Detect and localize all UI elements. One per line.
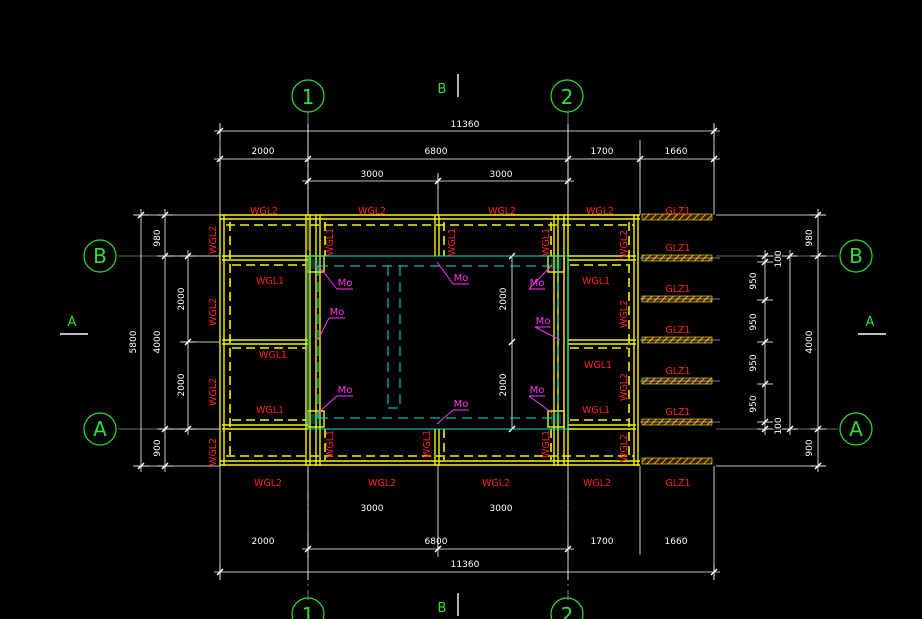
section-label-a-right: A xyxy=(866,315,875,330)
dim-2000-inner-b: 2000 xyxy=(499,373,509,396)
dim-3000-top-r: 3000 xyxy=(490,170,513,180)
dim-3000-top-l: 3000 xyxy=(361,170,384,180)
grid-bubble-a-right: A xyxy=(849,417,863,441)
grid-bubble-1-top: 1 xyxy=(302,85,315,109)
grid-bubble-2-top: 2 xyxy=(561,85,574,109)
grid-bubbles xyxy=(83,79,873,619)
dim-900-right: 900 xyxy=(805,439,815,456)
grid-bubble-b-left: B xyxy=(93,244,107,268)
dimension-text: 11360 11360 2000 6800 1700 1660 2000 6800 1700 16… xyxy=(129,120,815,570)
dim-2000-top: 2000 xyxy=(252,147,275,157)
dim-980-right: 980 xyxy=(805,229,815,246)
dim-1700-bottom: 1700 xyxy=(591,537,614,547)
beam-label-v-c1: WGL1 xyxy=(325,228,336,256)
beam-label-v-c4: WGL1 xyxy=(325,430,336,458)
beam-label-top-1: WGL2 xyxy=(250,206,278,217)
dim-100-right-top: 100 xyxy=(774,250,784,267)
dim-overall-top: 11360 xyxy=(451,120,480,130)
section-label-b-top: B xyxy=(438,82,447,97)
beam-label-v-l4: WGL2 xyxy=(208,438,219,466)
section-markers xyxy=(60,74,886,616)
dim-3000-bottom-l: 3000 xyxy=(361,504,384,514)
dim-100-right-bottom: 100 xyxy=(774,417,784,434)
anchor-tag-3: Mo xyxy=(530,278,545,289)
beam-label-bottom-2: WGL2 xyxy=(368,478,396,489)
dim-5800-left: 5800 xyxy=(129,330,139,353)
anchor-tag-7: Mo xyxy=(454,399,469,410)
grid-bubble-a-left: A xyxy=(93,417,107,441)
beam-label-v-c6: WGL1 xyxy=(541,430,552,458)
beam-label-l-3: WGL1 xyxy=(256,405,284,416)
anchor-tag-8: Mo xyxy=(530,385,545,396)
dim-950-2: 950 xyxy=(749,313,759,330)
beam-label-v-c3: WGL1 xyxy=(541,228,552,256)
dimension-lines xyxy=(133,123,826,580)
anchor-tag-2: Mo xyxy=(454,273,469,284)
glz1-columns xyxy=(640,213,720,465)
beam-label-v-l3: WGL2 xyxy=(208,378,219,406)
beam-label-v-r2: WGL2 xyxy=(619,300,630,328)
grid-bubble-2-bottom: 2 xyxy=(561,603,574,619)
dim-2000-inner-a: 2000 xyxy=(499,287,509,310)
dim-900-left: 900 xyxy=(153,439,163,456)
beam-label-top-3: WGL2 xyxy=(488,206,516,217)
beam-label-l-1: WGL1 xyxy=(256,276,284,287)
beam-label-r-3: WGL1 xyxy=(582,405,610,416)
beam-label-r-2: WGL1 xyxy=(584,360,612,371)
beam-label-glz-1: GLZ1 xyxy=(665,243,690,254)
dim-4000-left: 4000 xyxy=(153,330,163,353)
dim-1700-top: 1700 xyxy=(591,147,614,157)
dim-4000-right: 4000 xyxy=(805,330,815,353)
anchor-tag-4: Mo xyxy=(330,307,345,318)
beam-label-v-r4: WGL2 xyxy=(619,434,630,462)
beam-label-bottom-glz: GLZ1 xyxy=(665,478,690,489)
section-label-a-left: A xyxy=(68,315,77,330)
dim-1660-top: 1660 xyxy=(665,147,688,157)
grid-bubble-1-bottom: 1 xyxy=(302,603,315,619)
beam-label-top-glz: GLZ1 xyxy=(665,206,690,217)
dim-2000-left-a: 2000 xyxy=(177,287,187,310)
dim-980-left: 980 xyxy=(153,229,163,246)
beam-label-v-c2: WGL1 xyxy=(447,228,458,256)
dim-950-4: 950 xyxy=(749,395,759,412)
beam-label-v-l2: WGL2 xyxy=(208,298,219,326)
beam-label-bottom-1: WGL2 xyxy=(254,478,282,489)
beam-label-v-r3: WGL2 xyxy=(619,373,630,401)
dim-overall-bottom: 11360 xyxy=(451,560,480,570)
dim-2000-left-b: 2000 xyxy=(177,373,187,396)
beam-label-top-4: WGL2 xyxy=(586,206,614,217)
grid-bubble-b-right: B xyxy=(849,244,863,268)
anchor-tag-1: Mo xyxy=(338,278,353,289)
dim-6800-top: 6800 xyxy=(425,147,448,157)
dim-1660-bottom: 1660 xyxy=(665,537,688,547)
dim-6800-bottom: 6800 xyxy=(425,537,448,547)
beam-label-bottom-3: WGL2 xyxy=(482,478,510,489)
beam-label-bottom-4: WGL2 xyxy=(583,478,611,489)
beam-label-top-2: WGL2 xyxy=(358,206,386,217)
beam-label-glz-3: GLZ1 xyxy=(665,325,690,336)
anchor-tag-6: Mo xyxy=(338,385,353,396)
beam-label-r-1: WGL1 xyxy=(582,276,610,287)
dim-950-1: 950 xyxy=(749,272,759,289)
beam-label-glz-5: GLZ1 xyxy=(665,407,690,418)
slab-outline xyxy=(307,255,569,430)
dim-950-3: 950 xyxy=(749,354,759,371)
beam-label-v-l1: WGL2 xyxy=(208,226,219,254)
beam-label-v-r1: WGL2 xyxy=(619,230,630,258)
beam-label-glz-4: GLZ1 xyxy=(665,366,690,377)
anchor-tag-5: Mo xyxy=(536,316,551,327)
beam-label-l-2: WGL1 xyxy=(259,350,287,361)
beam-framing xyxy=(219,214,640,466)
beam-label-glz-2: GLZ1 xyxy=(665,284,690,295)
beam-label-v-c5: WGL1 xyxy=(422,430,433,458)
dim-2000-bottom: 2000 xyxy=(252,537,275,547)
dim-3000-bottom-r: 3000 xyxy=(490,504,513,514)
section-label-b-bottom: B xyxy=(438,601,447,616)
